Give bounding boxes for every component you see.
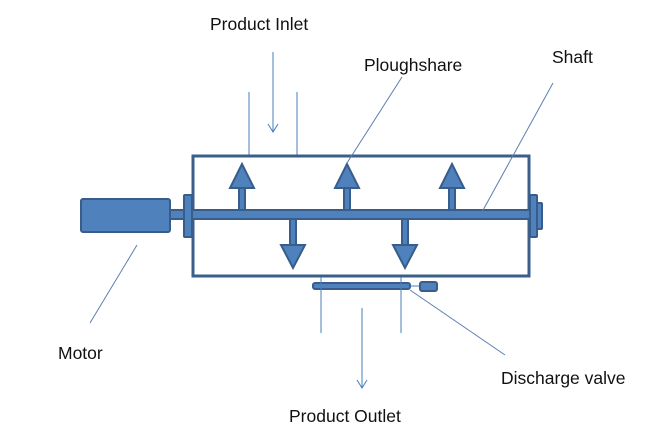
- label-product-outlet: Product Outlet: [289, 406, 401, 426]
- left-bearing-flange: [183, 194, 193, 238]
- ploughshare-up-2: [333, 161, 361, 211]
- right-bearing-flange: [529, 194, 538, 238]
- shaft-leader-line: [481, 82, 554, 213]
- ploughshare-leader-line: [346, 76, 403, 164]
- motor: [80, 198, 171, 233]
- outlet-flow-arrow-icon: [356, 308, 368, 389]
- discharge-valve-leader-line: [409, 289, 506, 356]
- label-shaft: Shaft: [552, 47, 593, 67]
- motor-leader-line: [89, 244, 138, 324]
- label-product-inlet: Product Inlet: [210, 14, 308, 34]
- shaft-end-cap: [536, 202, 543, 230]
- label-ploughshare: Ploughshare: [364, 55, 462, 75]
- label-motor: Motor: [58, 343, 103, 363]
- label-discharge-valve: Discharge valve: [501, 368, 626, 388]
- discharge-valve: [312, 281, 438, 292]
- ploughshare-down-2: [391, 218, 419, 271]
- ploughshare-up-3: [438, 161, 466, 211]
- inlet-flow-arrow-icon: [267, 52, 279, 133]
- ploughshare-up-1: [228, 161, 256, 211]
- shaft: [169, 209, 537, 220]
- ploughshare-down-1: [279, 218, 307, 271]
